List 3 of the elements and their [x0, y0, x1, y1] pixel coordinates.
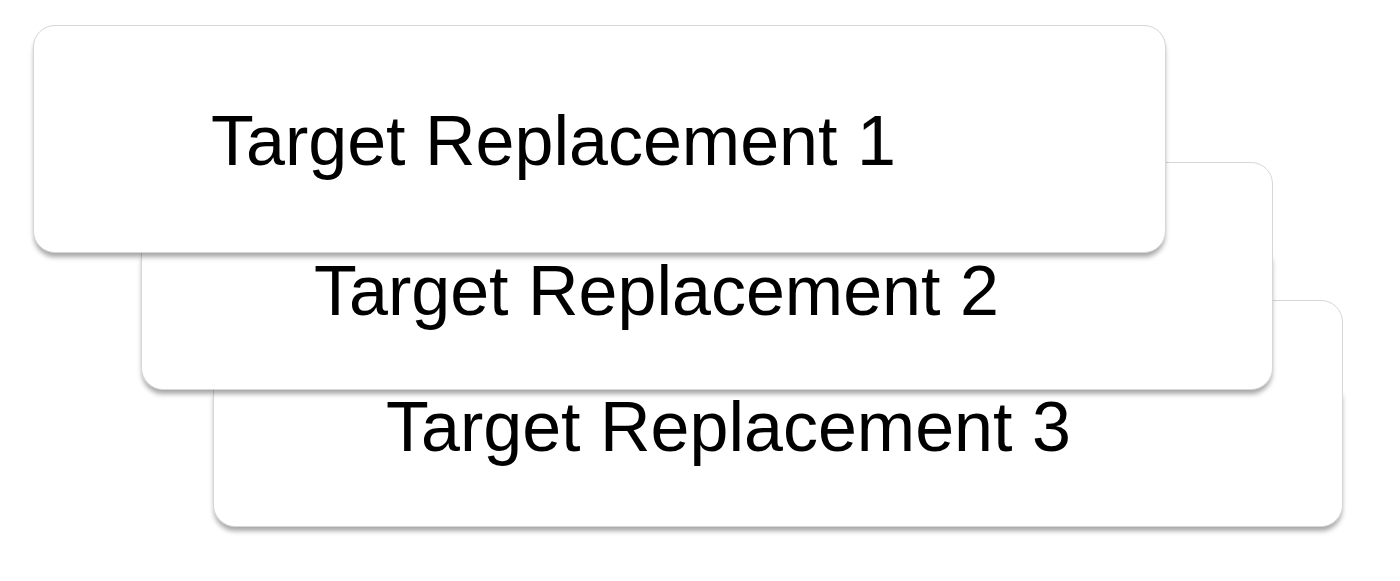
- card: [33, 25, 1166, 253]
- card: [213, 390, 1343, 527]
- card: [141, 253, 1273, 390]
